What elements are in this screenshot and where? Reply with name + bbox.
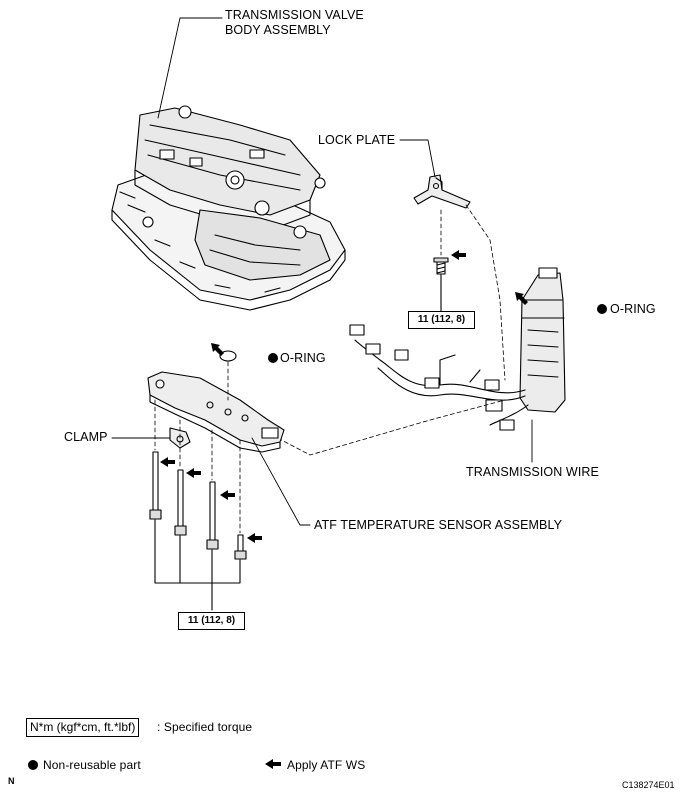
apply-atf-arrows	[160, 250, 528, 769]
lock-plate-drawing	[413, 174, 471, 209]
atf-sensor-drawing	[147, 371, 285, 453]
lock-plate-bolt-drawing	[433, 257, 449, 275]
valve-body-label-line2: BODY ASSEMBLY	[225, 23, 331, 37]
figure-code: C138274E01	[622, 780, 675, 790]
legend-torque-desc: : Specified torque	[157, 720, 253, 734]
o-ring-left-drawing	[219, 350, 237, 362]
transmission-wire-drawing	[349, 267, 566, 431]
torque-spec-upper: 11 (112, 8)	[408, 311, 475, 329]
clamp-label: CLAMP	[64, 430, 108, 444]
legend-apply-atf: Apply ATF WS	[287, 758, 366, 772]
atf-sensor-label: ATF TEMPERATURE SENSOR ASSEMBLY	[314, 518, 563, 532]
o-ring-right-label: O-RING	[610, 302, 656, 316]
non-reusable-dots	[28, 304, 607, 770]
sensor-bolts-drawing	[149, 451, 247, 560]
valve-body-drawing	[111, 105, 346, 311]
corner-mark-left: N	[8, 776, 15, 786]
o-ring-left-label: O-RING	[280, 351, 326, 365]
valve-body-label-line1: TRANSMISSION VALVE	[225, 8, 364, 22]
lock-plate-label: LOCK PLATE	[318, 133, 396, 147]
transmission-wire-label: TRANSMISSION WIRE	[466, 465, 599, 479]
legend-nonreusable: Non-reusable part	[43, 758, 141, 772]
legend-torque-unit: N*m (kgf*cm, ft.*lbf)	[26, 718, 140, 737]
torque-spec-lower: 11 (112, 8)	[178, 612, 245, 630]
